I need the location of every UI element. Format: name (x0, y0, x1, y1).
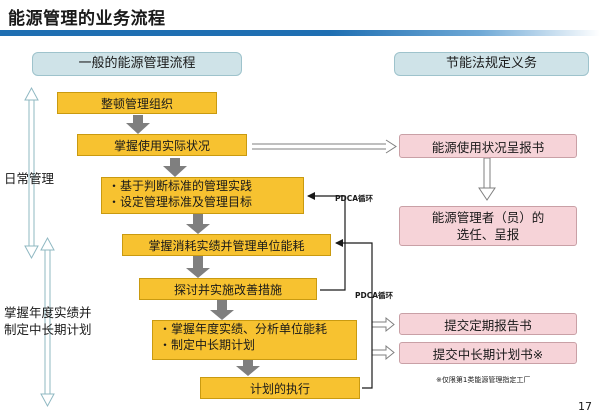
report-periodic: 提交定期报告书 (399, 313, 577, 335)
step-standards-line2: ・设定管理标准及管理目标 (108, 195, 253, 209)
report-periodic-label: 提交定期报告书 (444, 317, 532, 333)
step-standards-line1: ・基于判断标准的管理实践 (108, 179, 253, 193)
step-grasp-usage-label: 掌握使用实际状况 (113, 138, 210, 153)
pdca-label-upper: PDCA循环 (335, 194, 374, 203)
side-label-annual: 掌握年度实绩并 制定中长期计划 (4, 304, 92, 338)
report-manager-line2: 选任、呈报 (456, 227, 520, 242)
step-annual-plan-line2: ・制定中长期计划 (159, 338, 256, 352)
header-legal-duty-label: 节能法规定义务 (445, 56, 537, 71)
step-improvement: 探讨并实施改善措施 (139, 278, 317, 300)
step-organize: 整顿管理组织 (57, 92, 217, 114)
step-consumption: 掌握消耗实绩并管理单位能耗 (122, 234, 331, 256)
report-midlong-plan: 提交中长期计划书※ (399, 342, 577, 364)
report-usage-label: 能源使用状况呈报书 (431, 139, 545, 155)
step-organize-label: 整顿管理组织 (100, 96, 173, 111)
side-label-daily: 日常管理 (4, 171, 55, 186)
page-number: 17 (578, 400, 592, 413)
step-standards: ・基于判断标准的管理实践 ・设定管理标准及管理目标 (101, 177, 304, 214)
annual-range-arrow (40, 236, 55, 408)
report-usage: 能源使用状况呈报书 (399, 134, 577, 158)
report-midlong-plan-label: 提交中长期计划书※ (432, 346, 544, 362)
daily-range-arrow (24, 86, 39, 260)
arrows-to-annual-reports (371, 316, 395, 361)
step-execution-label: 计划的执行 (249, 381, 310, 396)
step-annual-plan-line1: ・掌握年度实绩、分析单位能耗 (159, 322, 328, 336)
arrow-usage-to-manager (478, 157, 496, 201)
header-general-flow-label: 一般的能源管理流程 (78, 56, 196, 71)
step-execution: 计划的执行 (200, 377, 360, 399)
header-general-flow: 一般的能源管理流程 (32, 52, 242, 76)
report-manager: 能源管理者（员）的 选任、呈报 (399, 206, 577, 246)
report-manager-line1: 能源管理者（员）的 (431, 210, 545, 225)
step-improvement-label: 探讨并实施改善措施 (173, 282, 282, 297)
side-label-annual-line2: 制定中长期计划 (4, 322, 92, 337)
pdca-label-lower: PDCA循环 (355, 291, 394, 300)
pdca-loops (307, 192, 373, 389)
step-annual-plan: ・掌握年度实绩、分析单位能耗 ・制定中长期计划 (152, 320, 357, 360)
arrow-to-usage-report (252, 139, 397, 154)
header-legal-duty: 节能法规定义务 (394, 52, 589, 76)
step-consumption-label: 掌握消耗实绩并管理单位能耗 (148, 238, 305, 253)
step-grasp-usage: 掌握使用实际状况 (77, 134, 247, 156)
footnote: ※仅限第1类能源管理指定工厂 (436, 376, 531, 384)
side-label-annual-line1: 掌握年度实绩并 (4, 305, 92, 320)
step-down-arrows (126, 115, 260, 376)
page-title: 能源管理的业务流程 (8, 9, 166, 29)
title-bar (0, 30, 600, 36)
